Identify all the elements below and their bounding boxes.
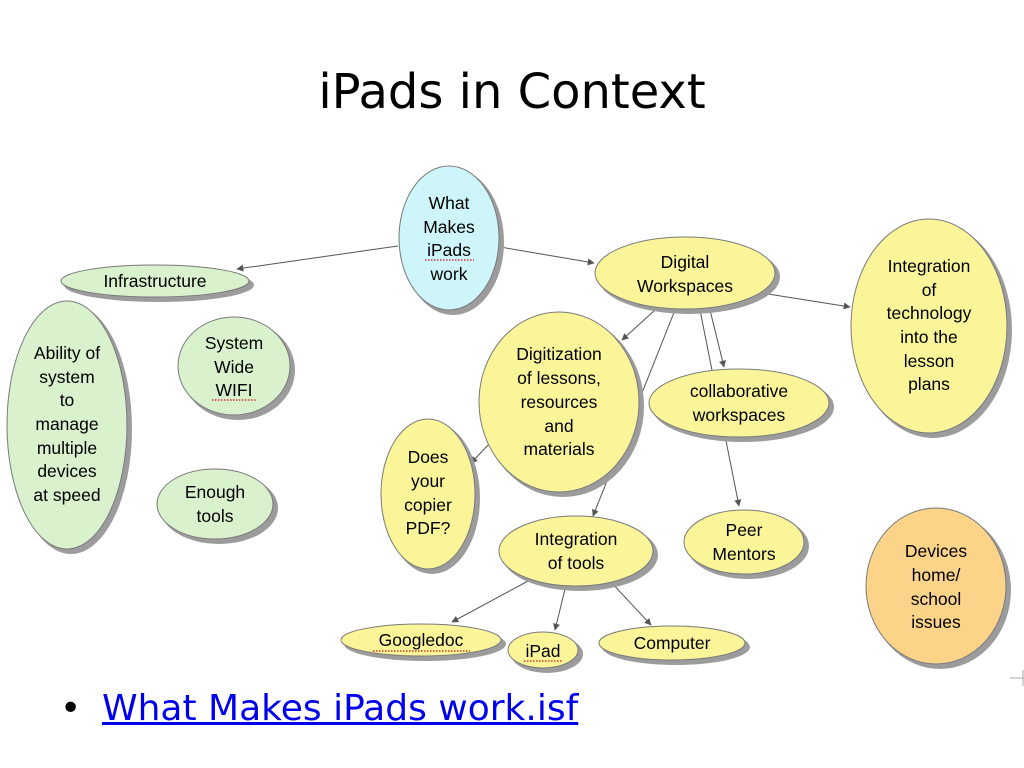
node-line: tools: [197, 506, 234, 526]
node-line: Wide: [214, 357, 254, 377]
node-line: WIFI: [216, 380, 253, 400]
node-line: Makes: [423, 217, 475, 237]
node-line: materials: [524, 439, 595, 459]
node-line: multiple: [37, 438, 97, 458]
node-line: Mentors: [712, 544, 775, 564]
node-line: What: [429, 193, 470, 213]
node-line: copier: [404, 495, 452, 515]
node-line: iPad: [525, 641, 560, 661]
edge-tools-to-googledoc: [451, 579, 531, 623]
node-line: workspaces: [692, 405, 786, 425]
node-line: plans: [908, 374, 950, 394]
node-line: Integration: [888, 256, 971, 276]
node-line: work: [430, 264, 468, 284]
node-system-wide-wifi: System Wide WIFI: [177, 316, 295, 420]
node-ability-of-system: Ability of system to manage multiple dev…: [6, 300, 132, 554]
node-line: school: [911, 589, 962, 609]
node-integration-of-technology: Integration of technology into the lesso…: [850, 218, 1012, 438]
node-line: Digital: [661, 252, 710, 272]
node-line: Integration: [535, 529, 618, 549]
edge-tools-to-ipad: [553, 584, 567, 631]
node-what-makes-ipads-work: What Makes iPads work: [398, 165, 504, 315]
edge-digitization-to-copier: [470, 441, 492, 464]
node-line: at speed: [33, 485, 100, 505]
node-line: Does: [408, 447, 449, 467]
node-line: Ability of: [34, 343, 100, 363]
node-peer-mentors: Peer Mentors: [683, 509, 809, 579]
node-line: System: [205, 333, 263, 353]
node-line: Peer: [726, 520, 763, 540]
node-line: to: [60, 390, 75, 410]
node-line: into the: [900, 327, 957, 347]
edge-tools-to-computer: [608, 579, 652, 626]
what-makes-ipads-work-link[interactable]: What Makes iPads work.isf: [102, 688, 579, 729]
node-computer: Computer: [598, 625, 750, 665]
edge-digital-to-digitization: [621, 309, 656, 341]
node-does-your-copier: Does your copier PDF?: [380, 418, 480, 574]
node-line: manage: [35, 414, 98, 434]
node-line: Infrastructure: [103, 271, 206, 291]
edge-digital-to-collaborative: [709, 309, 726, 368]
resize-corner-mark: [1010, 670, 1024, 686]
node-devices-home-school: Devices home/ school issues: [865, 507, 1011, 669]
node-line: Devices: [905, 541, 967, 561]
node-digitization: Digitization of lessons, resources and m…: [478, 311, 644, 497]
node-line: devices: [37, 461, 97, 481]
node-enough-tools: Enough tools: [156, 468, 278, 544]
node-line: PDF?: [406, 518, 451, 538]
node-line: resources: [521, 392, 598, 412]
node-ipad: iPad: [507, 631, 583, 673]
concept-map: What Makes iPads work Infrastructure Abi…: [6, 165, 1012, 673]
edge-digital-to-integration-tech: [767, 293, 851, 310]
node-line: system: [39, 367, 94, 387]
node-line: technology: [887, 303, 972, 323]
node-integration-of-tools: Integration of tools: [498, 515, 658, 591]
node-line: Googledoc: [379, 630, 464, 650]
node-line: your: [411, 471, 445, 491]
node-line: Digitization: [516, 344, 602, 364]
node-line: Workspaces: [637, 276, 733, 296]
node-line: Computer: [634, 633, 711, 653]
node-line: of: [922, 280, 937, 300]
node-line: of lessons,: [517, 368, 601, 388]
node-digital-workspaces: Digital Workspaces: [594, 236, 780, 314]
node-line: lesson: [904, 351, 955, 371]
node-infrastructure: Infrastructure: [60, 264, 254, 302]
edge-what-to-infrastructure: [236, 245, 399, 272]
edge-what-to-digital: [499, 246, 595, 266]
slide-title: iPads in Context: [318, 64, 706, 120]
node-line: of tools: [548, 553, 605, 573]
node-line: home/: [912, 565, 961, 585]
node-collaborative-workspaces: collaborative workspaces: [648, 368, 834, 442]
node-line: issues: [911, 612, 961, 632]
node-line: collaborative: [690, 381, 788, 401]
bullet-dot: •: [60, 688, 82, 729]
node-line: Enough: [185, 482, 245, 502]
node-line: and: [544, 416, 573, 436]
node-line: iPads: [427, 240, 471, 260]
node-googledoc: Googledoc: [340, 623, 506, 661]
